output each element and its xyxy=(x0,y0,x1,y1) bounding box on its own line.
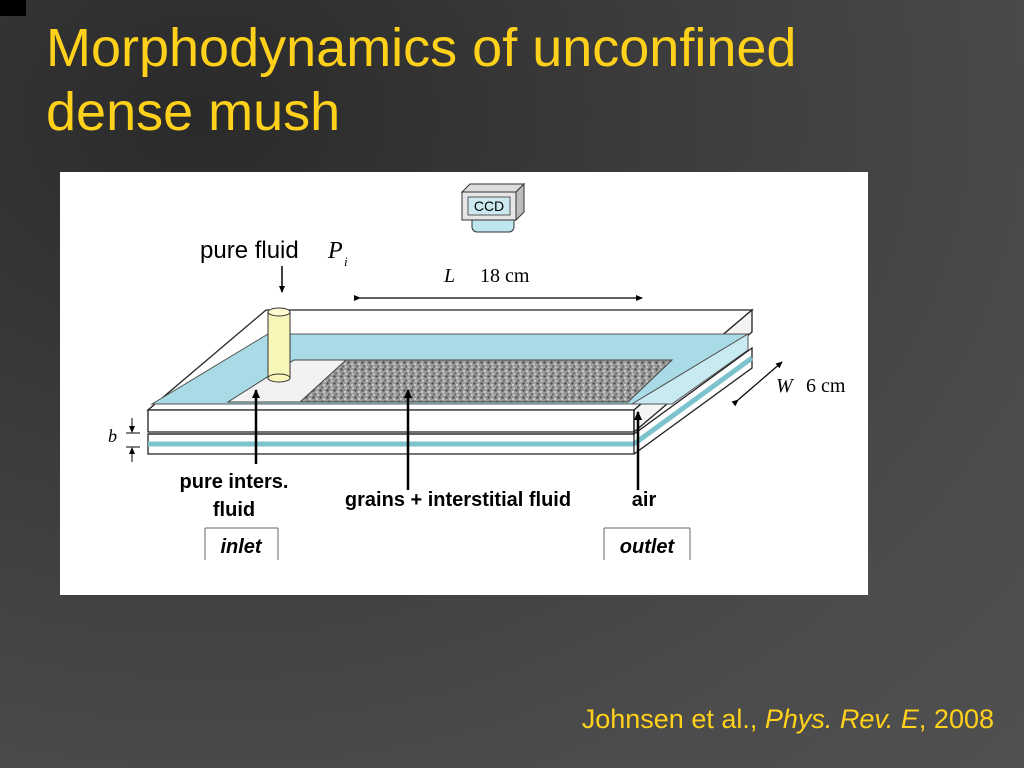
diagram-svg: CCD pure fluid P i L xyxy=(108,182,846,560)
grain-packing xyxy=(296,359,674,403)
fluid-label: fluid xyxy=(213,499,255,521)
citation: Johnsen et al., Phys. Rev. E, 2008 xyxy=(582,703,994,735)
citation-authors: Johnsen et al., xyxy=(581,704,765,734)
ccd-camera-icon xyxy=(460,182,526,233)
title-line-2: dense mush xyxy=(46,82,341,142)
length-value: 18 cm xyxy=(480,265,530,287)
title-line-1: Morphodynamics of unconfined xyxy=(46,18,797,78)
air-label: air xyxy=(632,489,657,511)
inlet-tube-icon xyxy=(267,307,291,383)
corner-mark xyxy=(0,0,26,16)
length-symbol: L xyxy=(443,265,455,287)
pressure-symbol: P xyxy=(327,238,343,264)
outlet-box xyxy=(603,527,691,560)
pressure-subscript: i xyxy=(344,254,348,269)
inlet-label: inlet xyxy=(220,536,262,558)
gap-symbol: b xyxy=(108,426,117,446)
width-symbol: W xyxy=(776,375,795,397)
plate-front-face xyxy=(147,409,635,433)
width-dimension-arrow xyxy=(731,361,783,407)
grains-label: grains + interstitial fluid xyxy=(345,489,571,511)
experiment-diagram: CCD pure fluid P i L xyxy=(60,172,868,595)
pure-fluid-label: pure fluid xyxy=(200,237,299,264)
width-value: 6 cm xyxy=(806,375,846,397)
citation-year: , 2008 xyxy=(918,704,994,734)
pure-inters-label: pure inters. xyxy=(180,471,289,493)
slide-title: Morphodynamics of unconfined dense mush xyxy=(46,16,986,144)
outlet-channel xyxy=(630,333,749,405)
inlet-box xyxy=(204,527,279,560)
ccd-label: CCD xyxy=(474,198,504,214)
outlet-label: outlet xyxy=(620,536,676,558)
citation-journal: Phys. Rev. E xyxy=(764,704,919,734)
